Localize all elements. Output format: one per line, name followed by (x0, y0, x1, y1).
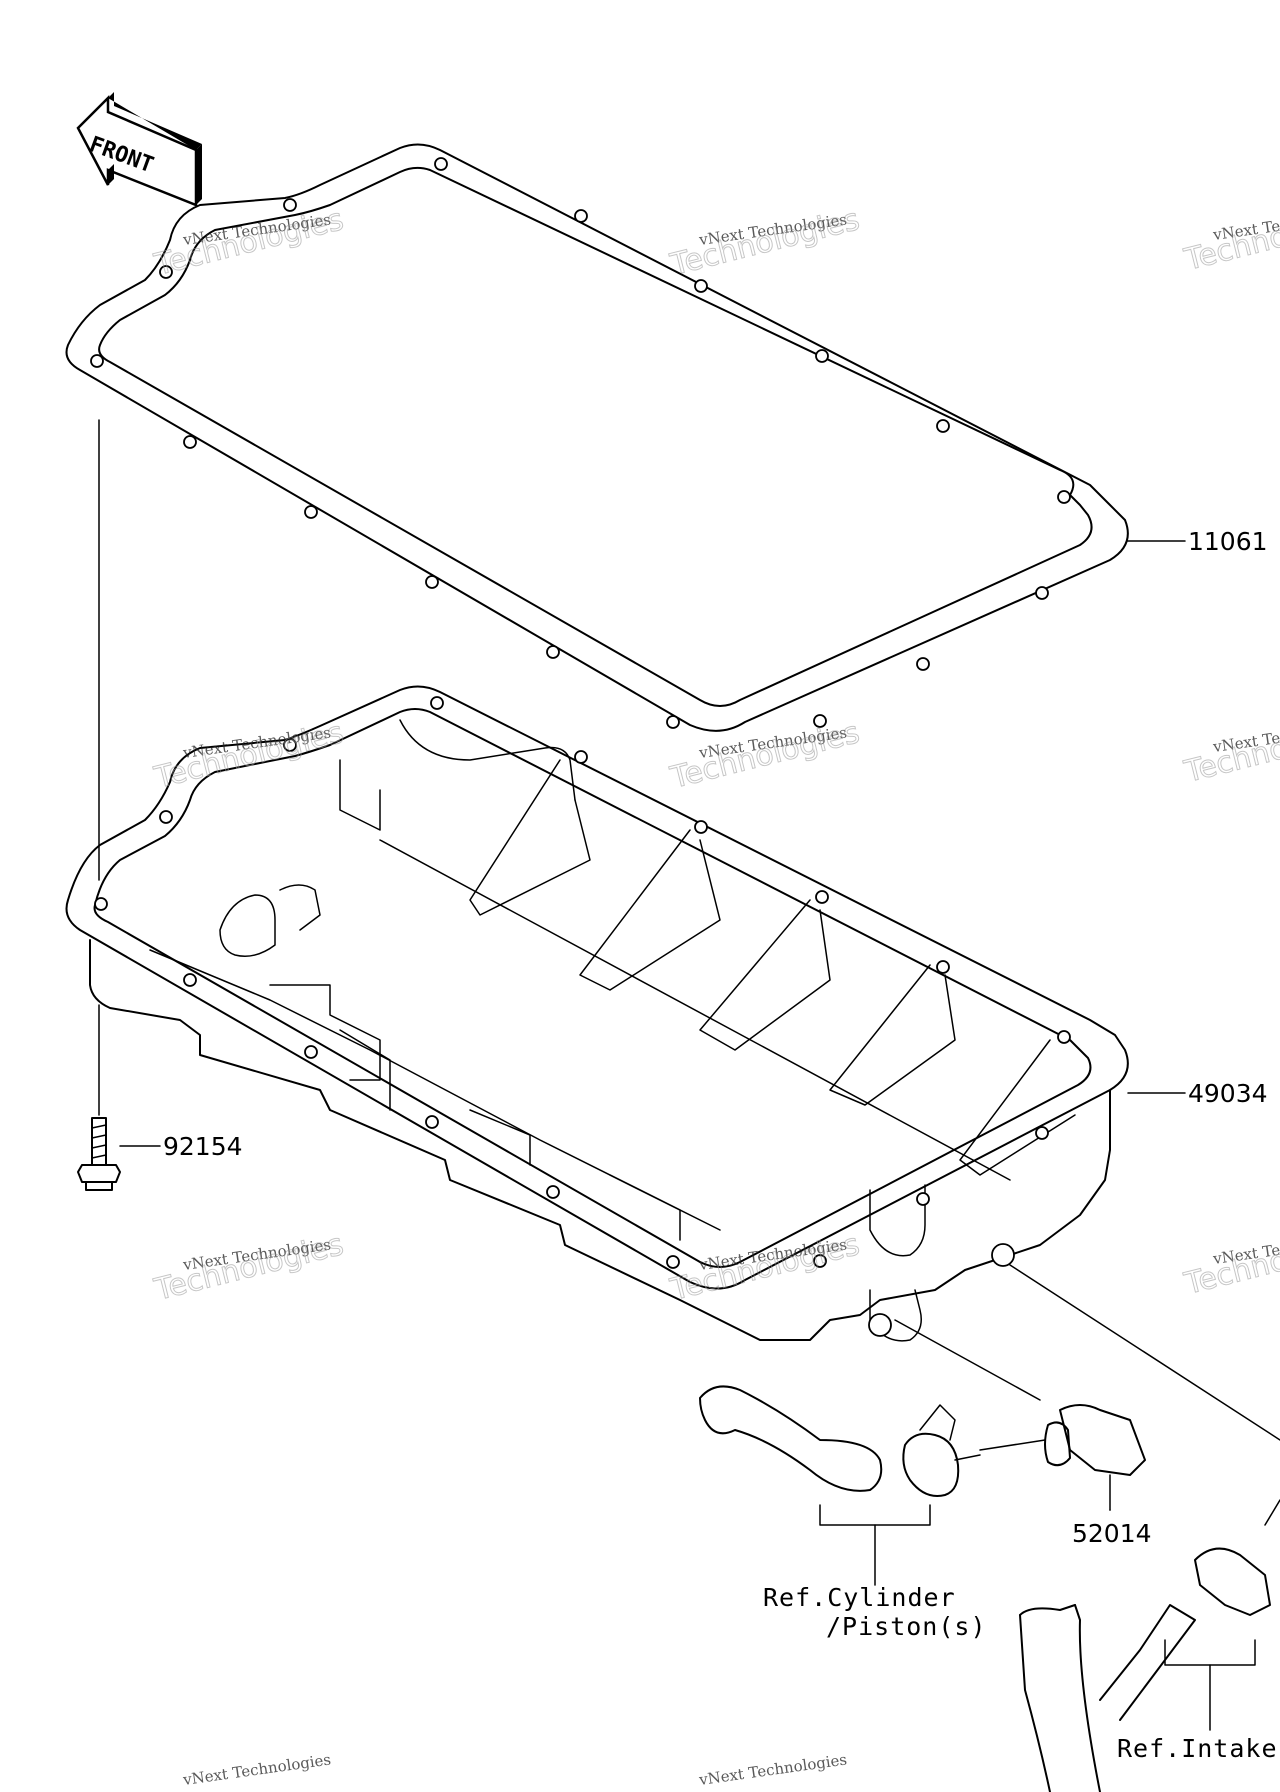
bolt-92154 (77, 419, 121, 1191)
svg-text:Technologies: Technologies (150, 715, 346, 796)
svg-text:vNext Technologies: vNext Technologies (181, 1750, 332, 1789)
svg-text:Technologies: Technologies (1180, 197, 1280, 278)
svg-text:Technologies: Technologies (150, 1227, 346, 1308)
svg-text:Technologies: Technologies (666, 1227, 862, 1308)
fitting-52014 (894, 1319, 1146, 1511)
part-label-49034: 49034 (1188, 1079, 1268, 1108)
part-label-52014: 52014 (1072, 1519, 1152, 1548)
oil-pan-bolt-holes (94, 696, 1071, 1269)
watermark: vNext Technologies Technologies (666, 202, 863, 284)
svg-text:Technologies: Technologies (666, 202, 862, 283)
ref-intake-line1: Ref.Intake (1117, 1734, 1278, 1763)
watermark: vNext Technologies Technologies (150, 715, 347, 797)
svg-text:vNext Technologies: vNext Technologies (697, 1750, 848, 1789)
watermark: vNext Technologies Technologies (150, 1227, 347, 1309)
oil-pan-49034 (65, 685, 1129, 1342)
watermark: vNext Technologies Technologies (1180, 197, 1280, 279)
svg-text:Technologies: Technologies (1180, 709, 1280, 790)
watermark-group: vNext Technologies Technologies vNext Te… (150, 197, 1280, 1789)
gasket-bolt-holes (90, 157, 1071, 729)
watermark: vNext Technologies Technologies (666, 1227, 863, 1309)
watermark: vNext Technologies Technologies (1180, 709, 1280, 791)
intake-pipes (1009, 1264, 1280, 1792)
watermark: vNext Technologies Technologies (150, 202, 347, 284)
ref-cylinder-line1: Ref.Cylinder (763, 1583, 956, 1612)
svg-text:Technologies: Technologies (150, 202, 346, 283)
part-label-11061: 11061 (1188, 527, 1268, 556)
watermark: vNext Technologies (697, 1750, 848, 1789)
watermark: vNext Technologies (181, 1750, 332, 1789)
ref-cylinder-line2: /Piston(s) (826, 1612, 987, 1641)
leader-lines (119, 540, 1186, 1511)
front-arrow-icon: FRONT (76, 92, 202, 207)
hose-clamp-cylinder (699, 1385, 981, 1586)
gasket-11061 (65, 143, 1129, 732)
watermark: vNext Technologies Technologies (1180, 1221, 1280, 1303)
part-label-92154: 92154 (163, 1132, 243, 1161)
svg-text:Technologies: Technologies (1180, 1221, 1280, 1302)
